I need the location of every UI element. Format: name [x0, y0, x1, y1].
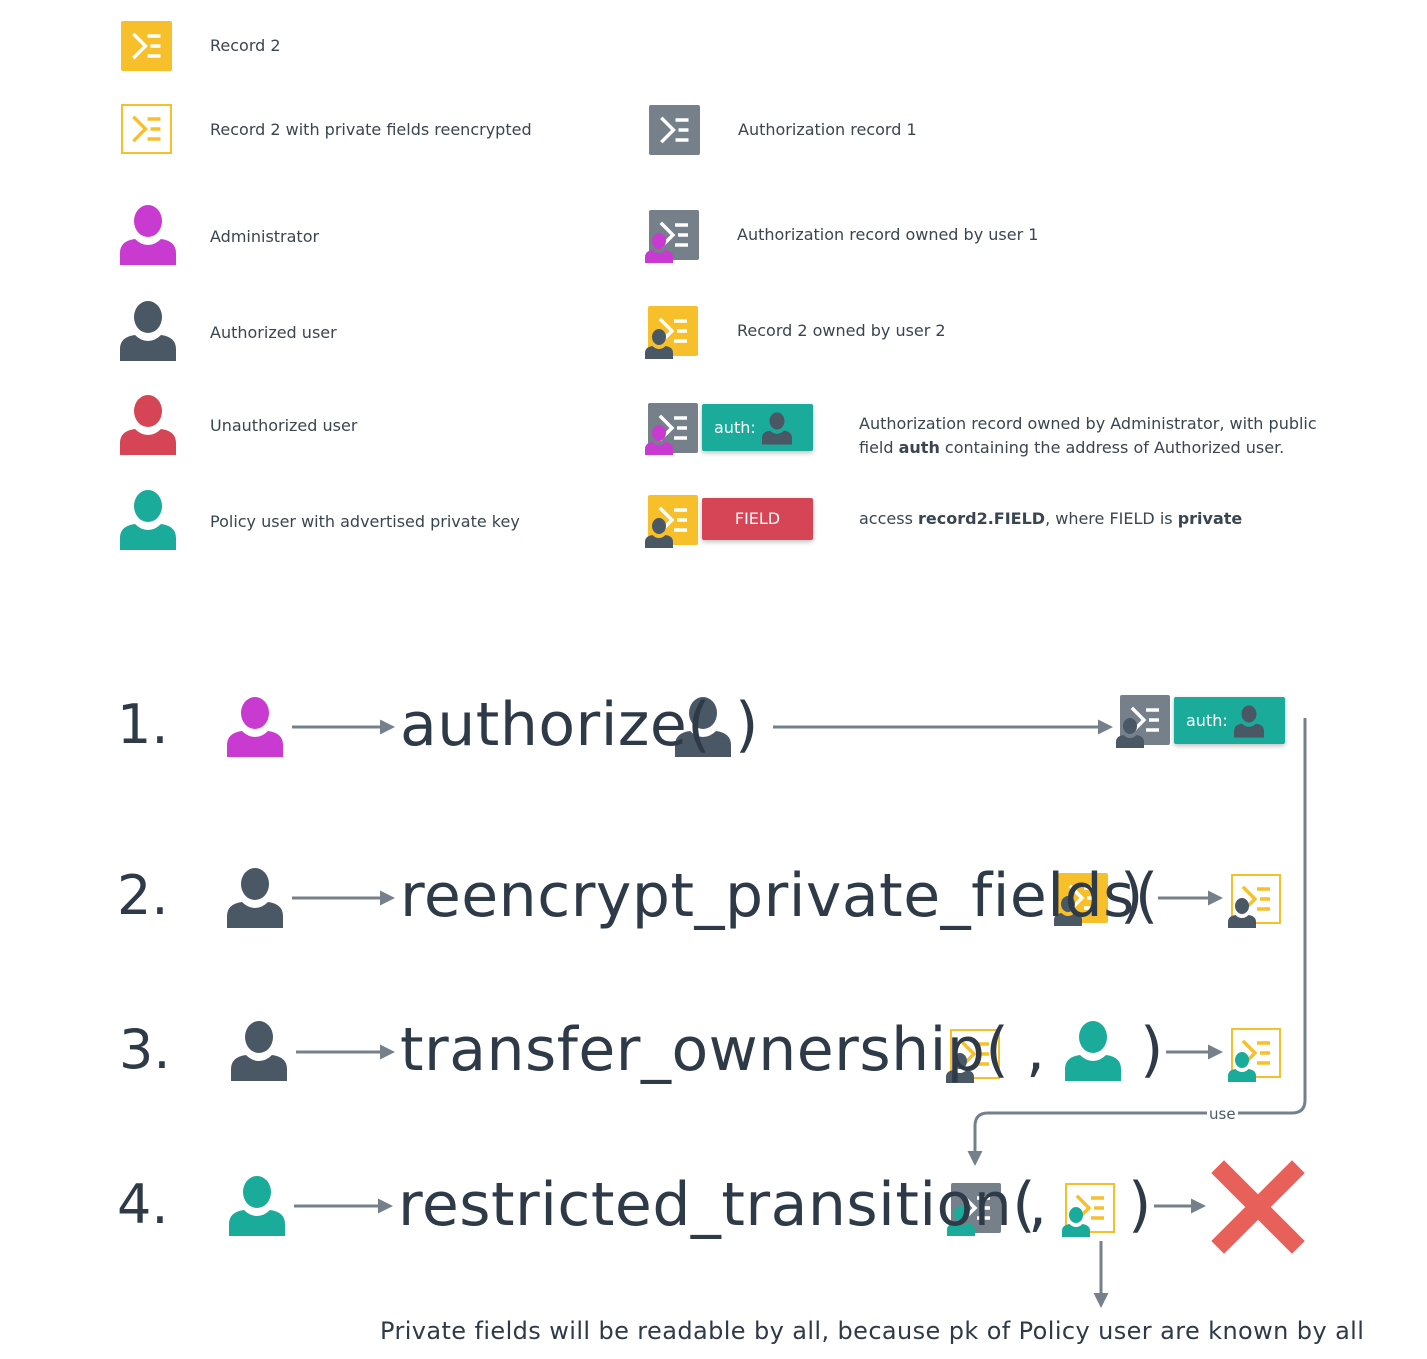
step3-comma: ,	[1026, 1015, 1046, 1085]
legend-record2-reencrypted-label: Record 2 with private fields reencrypted	[210, 120, 532, 139]
legend-auth-admin-description: Authorization record owned by Administra…	[859, 414, 1317, 457]
record-field-icon	[645, 495, 698, 548]
reencrypted-record-icon	[121, 104, 172, 154]
step3-number: 3.	[119, 1018, 171, 1081]
legend-record2-label: Record 2	[210, 36, 281, 55]
cross-icon	[1211, 1160, 1305, 1254]
step2-close-paren: )	[1120, 861, 1144, 931]
step3-arg-reencrypted-icon	[946, 1029, 1000, 1083]
step3-close-paren: )	[1140, 1015, 1164, 1085]
auth-record-icon	[649, 105, 700, 155]
step4-caller-policy-user-icon	[229, 1176, 285, 1236]
step1-number: 1.	[117, 693, 169, 756]
unauthorized-user-icon	[120, 395, 176, 455]
step2-result-reencrypted-icon	[1228, 874, 1281, 928]
step2-number: 2.	[117, 864, 169, 927]
step1-auth-badge-user-icon	[1234, 705, 1264, 738]
auth-badge-user-icon	[762, 412, 792, 445]
administrator-icon	[120, 205, 176, 265]
record-owned-icon	[645, 306, 698, 359]
step2-arg-record-icon	[1054, 873, 1108, 926]
step3-function: transfer_ownership(	[400, 1015, 1010, 1085]
legend-unauthorized-user-label: Unauthorized user	[210, 416, 358, 435]
step4-number: 4.	[117, 1173, 169, 1236]
auth-record-owned-icon	[645, 210, 699, 263]
step1-function: authorize(	[400, 690, 712, 760]
step3-arg-policy-user-icon	[1065, 1021, 1121, 1081]
step3-result-policy-record-icon	[1228, 1028, 1281, 1082]
step1-result-auth-record-icon	[1116, 695, 1170, 748]
legend-administrator-label: Administrator	[210, 227, 320, 246]
step4-arg-auth-record-icon	[947, 1183, 1001, 1236]
step4-function: restricted_transition(	[398, 1170, 1037, 1240]
legend-access-description: access record2.FIELD, where FIELD is pri…	[859, 509, 1243, 528]
step3-caller-user-icon	[231, 1021, 287, 1081]
use-label: use	[1207, 1105, 1238, 1123]
record-icon	[121, 21, 172, 71]
step4-close-paren: )	[1128, 1170, 1152, 1240]
legend-authorized-user-label: Authorized user	[210, 323, 337, 342]
legend-auth-record1-label: Authorization record 1	[738, 120, 917, 139]
legend-record2-user2-label: Record 2 owned by user 2	[737, 321, 946, 340]
legend-auth-record-user1-label: Authorization record owned by user 1	[737, 225, 1039, 244]
step2-function: reencrypt_private_fields(	[400, 861, 1159, 931]
use-connector	[967, 718, 1307, 1166]
step1-auth-badge: auth:	[1174, 697, 1285, 744]
footnote: Private fields will be readable by all, …	[380, 1317, 1365, 1345]
step4-arg-policy-record-icon	[1062, 1183, 1115, 1237]
legend-auth-badge: auth:	[702, 404, 813, 451]
step1-close-paren: )	[735, 690, 759, 760]
auth-badge-label: auth:	[714, 418, 756, 437]
authorized-user-icon	[120, 301, 176, 361]
legend-policy-user-label: Policy user with advertised private key	[210, 512, 520, 531]
step1-caller-admin-icon	[227, 697, 283, 757]
legend-field-badge: FIELD	[702, 498, 813, 540]
admin-auth-record-icon	[645, 403, 698, 455]
step4-comma: ,	[1028, 1170, 1048, 1240]
policy-user-icon	[120, 490, 176, 550]
step2-caller-user-icon	[227, 868, 283, 928]
